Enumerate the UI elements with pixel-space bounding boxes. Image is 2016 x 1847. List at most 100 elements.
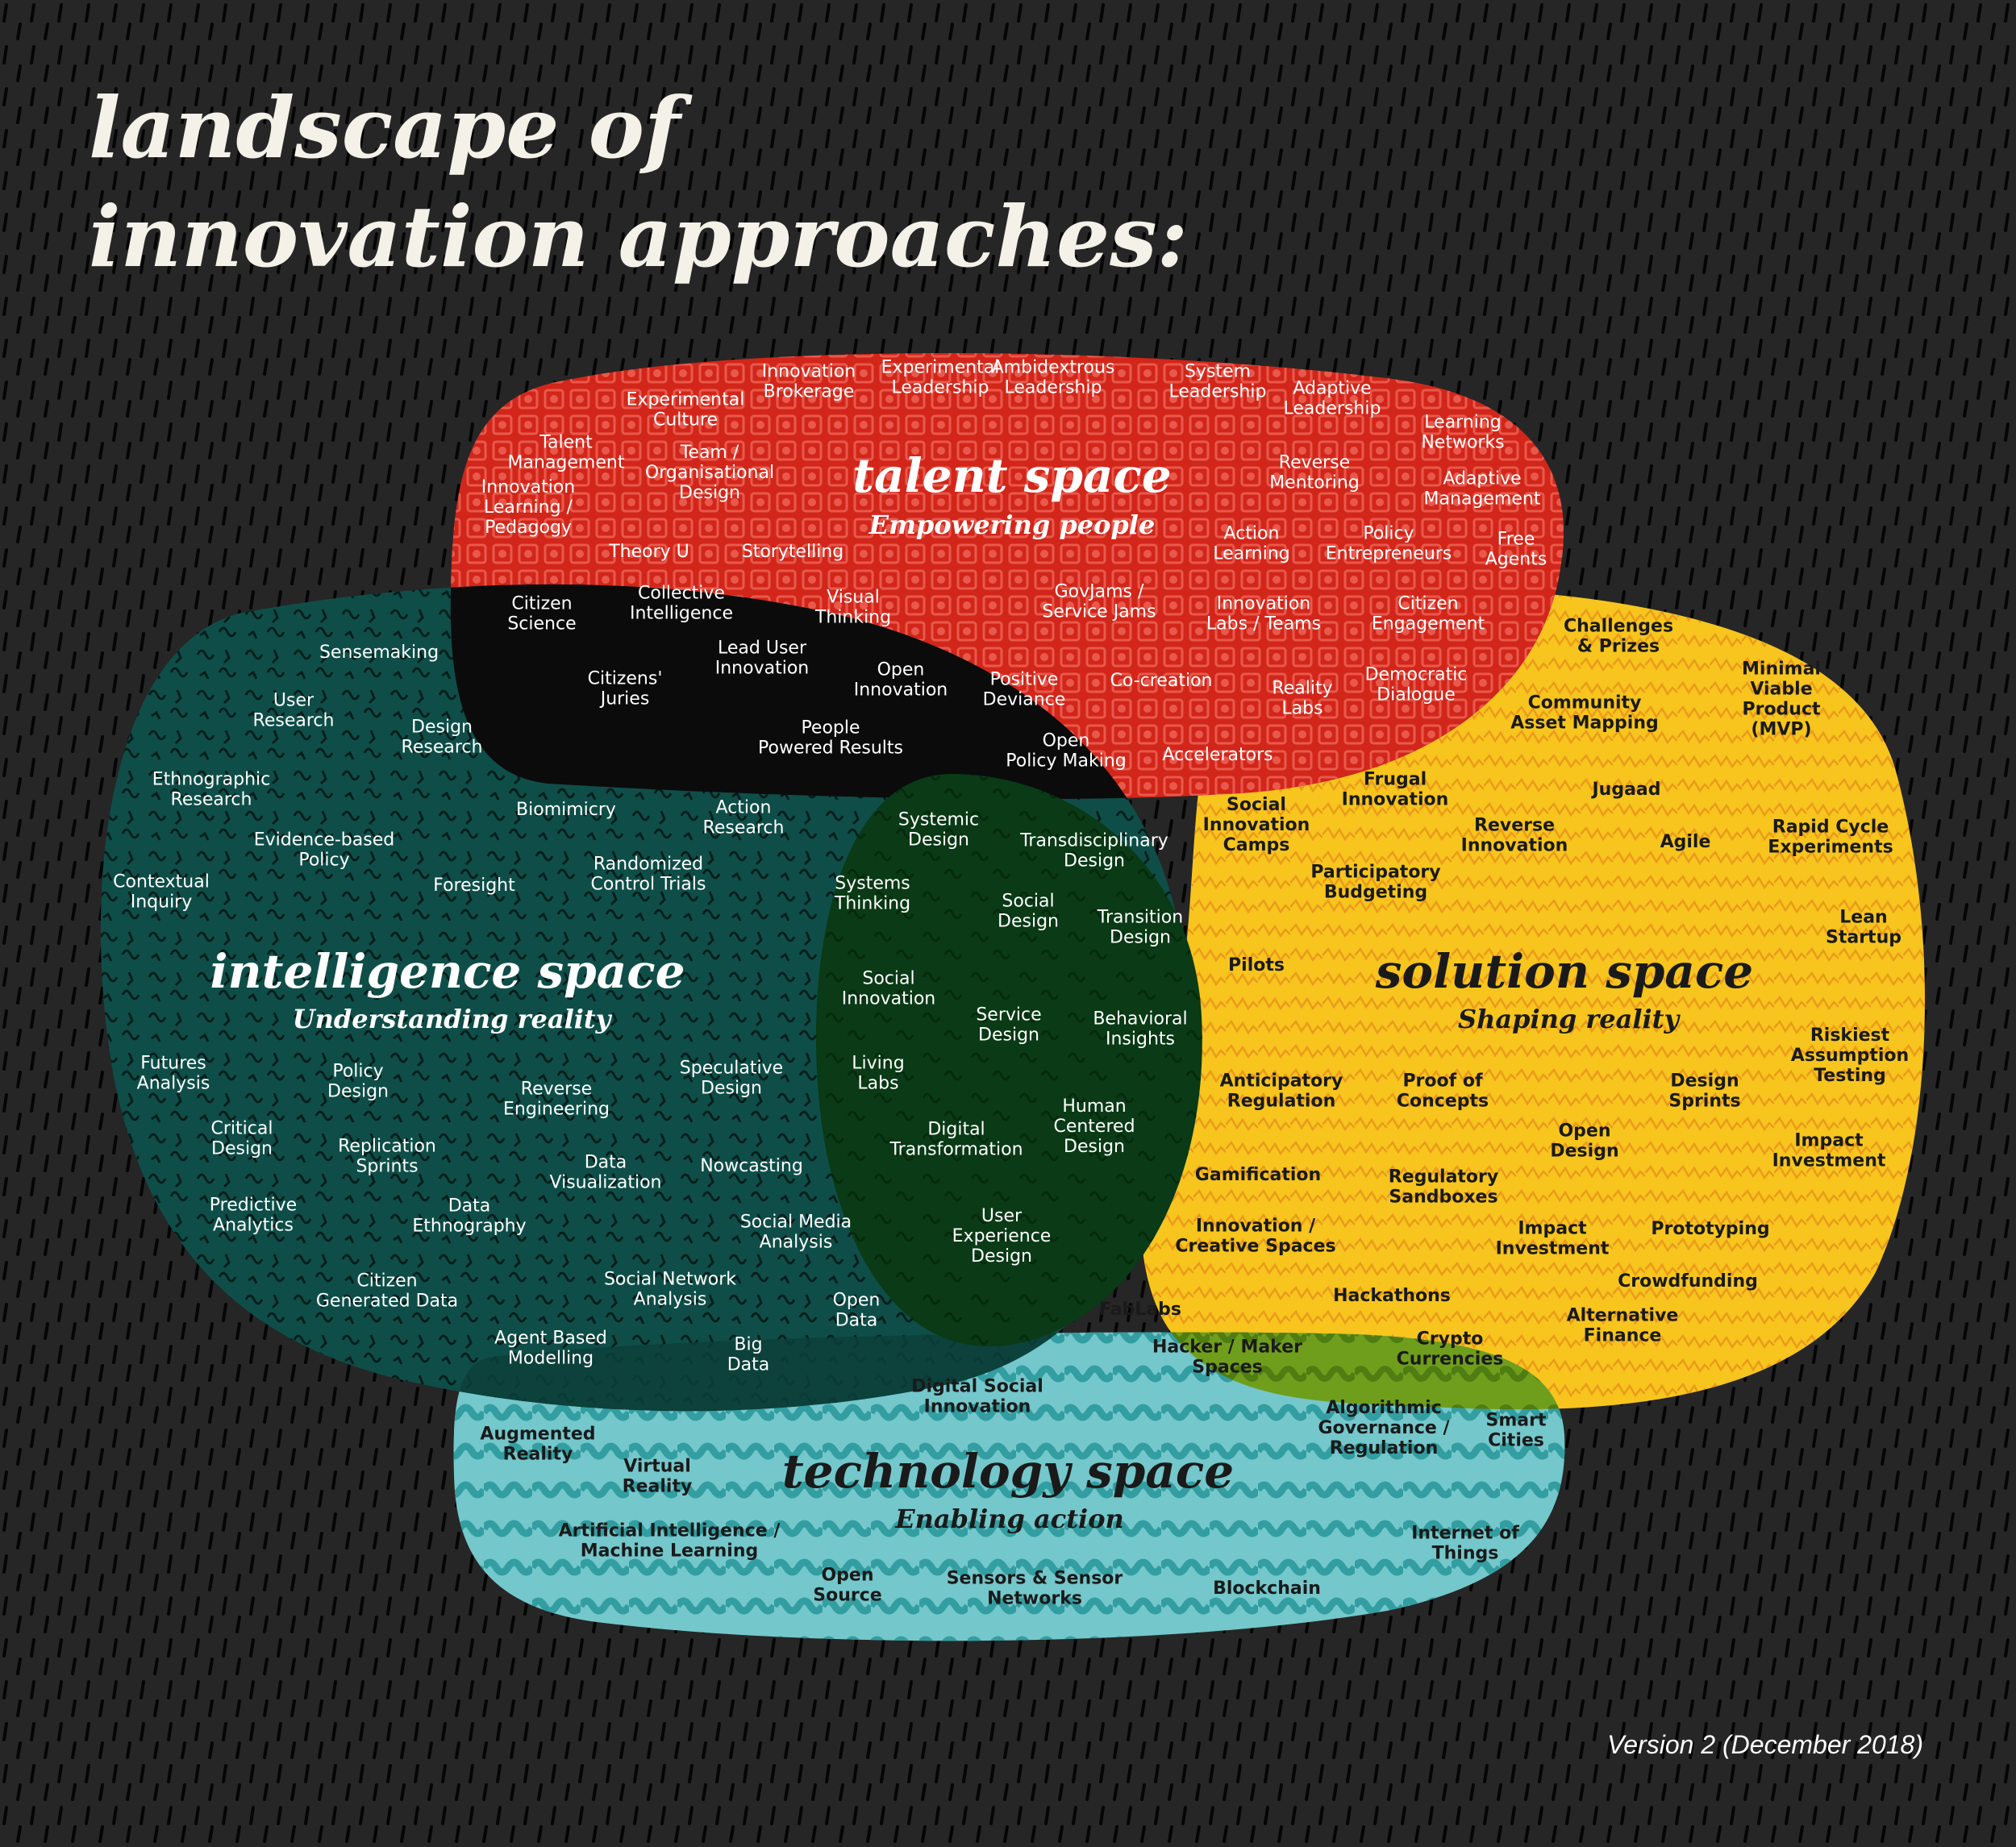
talent-space-subtitle: Empowering people <box>868 510 1156 540</box>
version-note: Version 2 (December 2018) <box>1607 1730 1923 1759</box>
intelligence-label: Foresight <box>433 876 515 896</box>
solution-technology-label: Innovation /Creative Spaces <box>1175 1217 1335 1257</box>
core-overlap-region <box>815 774 1202 1347</box>
talent-label: Storytelling <box>742 542 844 562</box>
main-title-line-2: innovation approaches: <box>89 187 1188 286</box>
main-title-line-1: landscape of <box>89 78 693 177</box>
technology-label: Blockchain <box>1213 1579 1321 1599</box>
intelligence-label: Biomimicry <box>516 800 616 820</box>
solution-label: Challenges& Prizes <box>1564 617 1673 657</box>
intelligence-label: Nowcasting <box>700 1156 803 1176</box>
talent-space-title: talent space <box>852 448 1171 503</box>
solution-label: Agile <box>1660 832 1711 852</box>
solution-label: Jugaad <box>1590 780 1660 800</box>
solution-technology-label: Hackathons <box>1333 1286 1451 1306</box>
solution-label: Prototyping <box>1651 1219 1769 1239</box>
solution-space-title: solution space <box>1375 944 1753 999</box>
talent-label: Co-creation <box>1110 671 1213 691</box>
solution-label: Gamification <box>1195 1165 1321 1185</box>
solution-space-subtitle: Shaping reality <box>1458 1004 1681 1034</box>
solution-label: Crowdfunding <box>1618 1271 1758 1292</box>
solution-technology-label: FabLabs <box>1099 1300 1181 1320</box>
technology-space-subtitle: Enabling action <box>894 1504 1124 1534</box>
intelligence-space-title: intelligence space <box>210 944 685 999</box>
technology-label: Artificial Intelligence /Machine Learnin… <box>559 1521 781 1562</box>
talent-label: Accelerators <box>1162 745 1272 765</box>
solution-technology-labels: Innovation /Creative SpacesHackathonsFab… <box>1099 1217 1503 1378</box>
